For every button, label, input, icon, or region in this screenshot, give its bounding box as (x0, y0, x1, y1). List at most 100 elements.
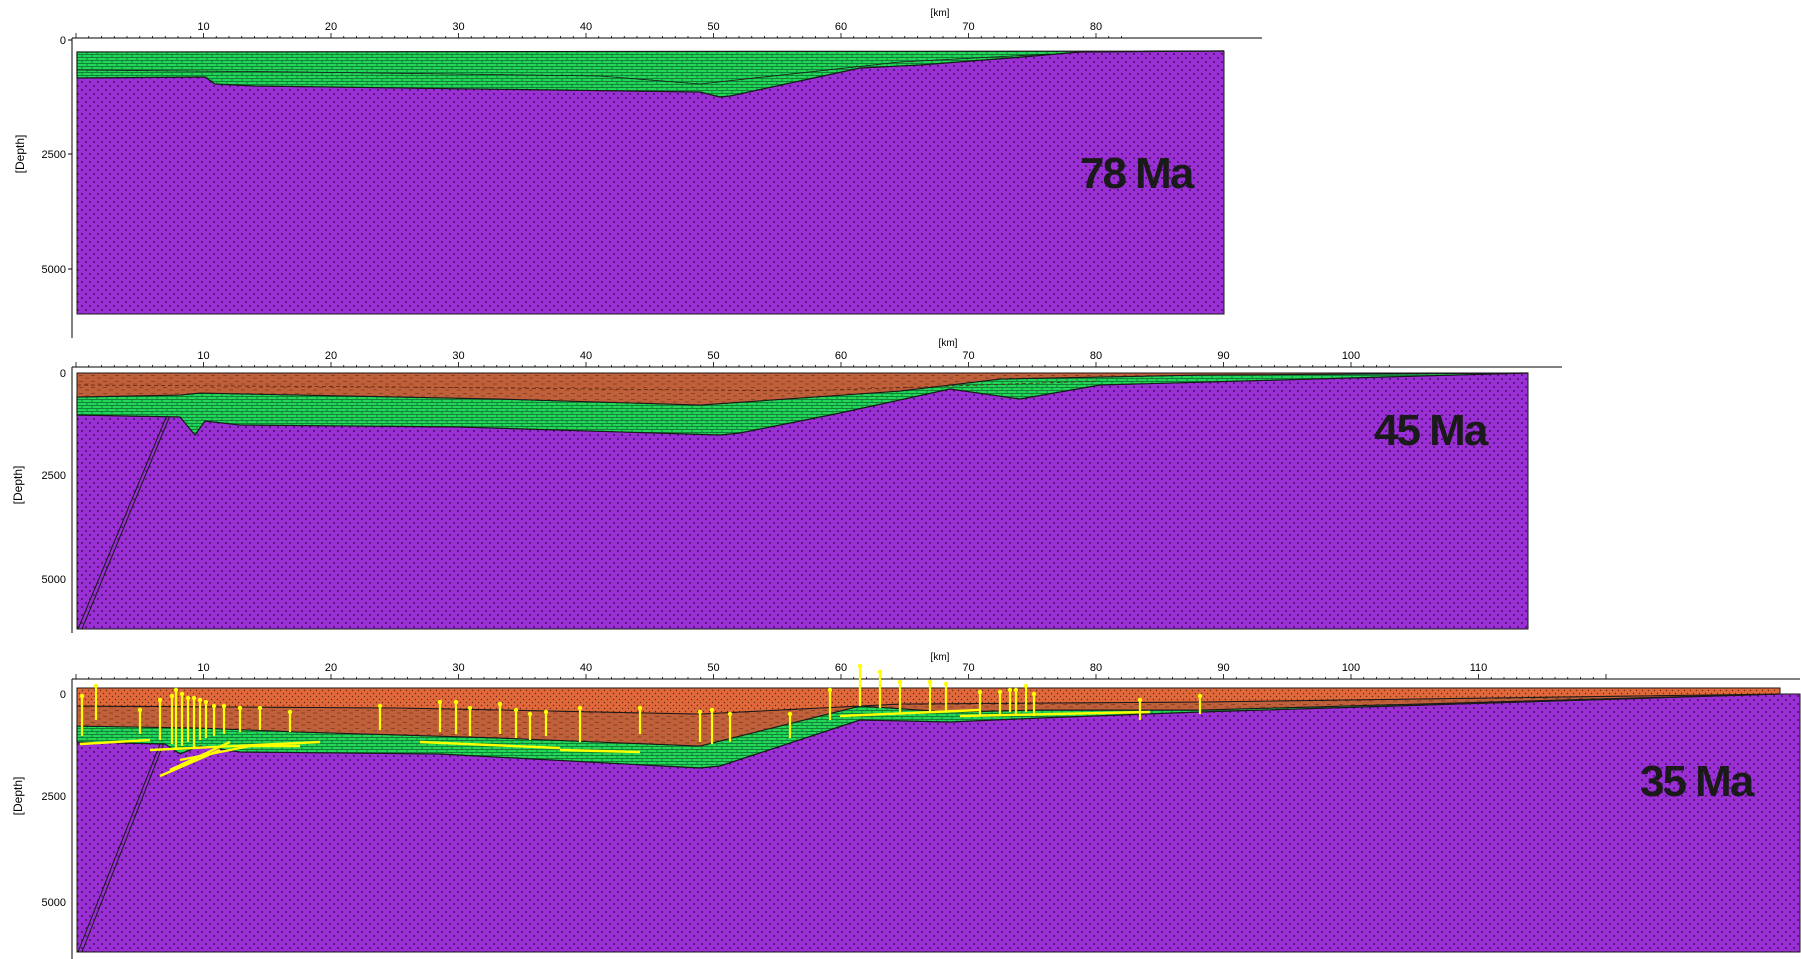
y-tick-0: 0 (60, 368, 66, 380)
migration-vector-tip (543, 709, 549, 715)
x-tick-label: 80 (1090, 21, 1102, 33)
carbonate-layer (76, 50, 1225, 98)
x-axis-78ma: [km] 10 20 30 40 50 60 70 80 (72, 8, 1262, 39)
x-tick-label: 30 (452, 662, 464, 674)
x-tick-label: 90 (1217, 662, 1229, 674)
x-tick-label: 50 (707, 662, 719, 674)
migration-vector-tip (179, 691, 185, 697)
section-panel-78ma: [km] 10 20 30 40 50 60 70 80 0 2500 5000 [Depth… (0, 0, 1801, 340)
x-tick-label: 30 (452, 21, 464, 33)
migration-vector-tip (157, 697, 163, 703)
migration-vector-tip (1013, 687, 1019, 693)
migration-path (959, 710, 1151, 718)
migration-vector-tip (997, 689, 1003, 695)
x-tick-label: 10 (197, 662, 209, 674)
migration-vector-tip (191, 695, 197, 701)
migration-vector-tip (437, 699, 443, 705)
migration-vector-tip (709, 707, 715, 713)
x-tick-label: 40 (580, 21, 592, 33)
migration-vector-tip (897, 679, 903, 685)
migration-vector-tip (1031, 691, 1037, 697)
migration-vector-tip (513, 707, 519, 713)
migration-vector-tip (453, 699, 459, 705)
migration-vector-tip (467, 705, 473, 711)
x-tick-label: 70 (962, 350, 974, 362)
y-tick-2500: 2500 (42, 791, 66, 803)
migration-vector-tip (377, 703, 383, 709)
migration-vector-tip (1023, 683, 1029, 689)
x-tick-label: 10 (197, 350, 209, 362)
migration-path (79, 738, 151, 746)
clastic-layer (76, 372, 1529, 406)
y-tick-2500: 2500 (42, 149, 66, 161)
age-label-78ma: 78 Ma (1080, 149, 1195, 198)
x-tick-label: 40 (580, 350, 592, 362)
age-label-45ma: 45 Ma (1374, 406, 1489, 455)
y-tick-5000: 5000 (42, 574, 66, 586)
migration-vector-tip (1137, 697, 1143, 703)
y-tick-0: 0 (60, 35, 66, 47)
x-tick-label: 100 (1342, 350, 1360, 362)
migration-vector-tip (927, 679, 933, 685)
migration-vector-tip (1007, 687, 1013, 693)
x-tick-label: 60 (835, 21, 847, 33)
y-unit-label: [Depth] (11, 466, 25, 505)
x-tick-label: 50 (707, 350, 719, 362)
y-tick-2500: 2500 (42, 470, 66, 482)
migration-vector-tip (137, 707, 143, 713)
x-tick-label: 70 (962, 662, 974, 674)
migration-vector-tip (857, 663, 863, 669)
x-tick-label: 60 (835, 350, 847, 362)
migration-vector-tip (877, 669, 883, 675)
y-unit-label: [Depth] (13, 135, 27, 174)
migration-path (839, 708, 981, 718)
migration-vector-tip (237, 705, 243, 711)
migration-vector-tip (827, 687, 833, 693)
migration-vector-tip (79, 693, 85, 699)
x-tick-label: 50 (707, 21, 719, 33)
x-tick-label: 20 (325, 21, 337, 33)
x-tick-label: 80 (1090, 350, 1102, 362)
migration-path (149, 740, 321, 752)
x-unit-label: [km] (939, 338, 958, 349)
y-tick-0: 0 (60, 689, 66, 701)
y-axis-78ma: 0 2500 5000 [Depth] (13, 35, 73, 338)
x-tick-label: 30 (452, 350, 464, 362)
x-tick-label: 10 (197, 21, 209, 33)
x-tick-label: 80 (1090, 662, 1102, 674)
x-tick-label: 40 (580, 662, 592, 674)
migration-path (179, 744, 251, 762)
migration-vector-tip (527, 711, 533, 717)
migration-vector-tip (787, 711, 793, 717)
x-unit-label: [km] (931, 8, 950, 19)
migration-vector-tip (727, 711, 733, 717)
y-tick-5000: 5000 (42, 264, 66, 276)
migration-path (419, 740, 561, 750)
section-svg-78ma: [km] 10 20 30 40 50 60 70 80 0 2500 5000 [Depth… (13, 8, 1262, 338)
migration-vector-tip (197, 697, 203, 703)
migration-vector-tip (185, 695, 191, 701)
migration-vector-tip (93, 683, 99, 689)
migration-vector-tip (977, 689, 983, 695)
x-tick-label: 110 (1470, 662, 1488, 674)
migration-vector-tip (173, 687, 179, 693)
y-axis-45ma: 0 2500 5000 [Depth] (11, 367, 73, 633)
x-unit-label: [km] (931, 652, 950, 663)
x-tick-label: 90 (1217, 350, 1229, 362)
x-tick-label: 70 (962, 21, 974, 33)
migration-vector-tip (1197, 693, 1203, 699)
y-tick-5000: 5000 (42, 897, 66, 909)
age-label-35ma: 35 Ma (1640, 757, 1755, 806)
migration-vector-tip (497, 701, 503, 707)
y-axis-35ma: 0 2500 5000 [Depth] (11, 679, 73, 959)
migration-path (559, 748, 641, 754)
y-unit-label: [Depth] (11, 777, 25, 816)
migration-vector-tip (577, 705, 583, 711)
